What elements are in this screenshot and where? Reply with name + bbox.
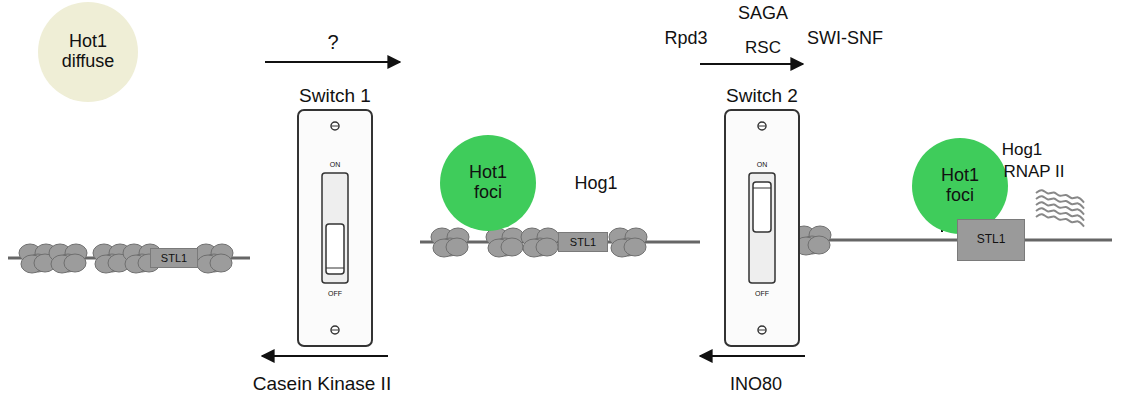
nucleosomes xyxy=(19,226,831,273)
gene-box: STL1 xyxy=(558,232,608,252)
annotation-label: RNAP II xyxy=(1003,162,1064,182)
switch-marking: ON xyxy=(757,161,768,168)
nucleosome xyxy=(536,238,558,256)
circle-fill xyxy=(38,2,138,102)
transcripts xyxy=(1036,190,1084,226)
light-switch xyxy=(725,110,799,346)
switch-marking: OFF xyxy=(755,290,769,297)
transition-arrow xyxy=(262,62,805,356)
annotation-label: Casein Kinase II xyxy=(253,373,391,395)
switch-marking: ON xyxy=(330,161,341,168)
nucleosome xyxy=(64,254,86,272)
node-text: Hot1 foci xyxy=(453,163,522,203)
annotation-label: SWI-SNF xyxy=(807,28,883,49)
annotation-label: Switch 1 xyxy=(299,85,371,107)
annotation-label: RSC xyxy=(745,38,781,58)
node-text: Hot1 diffuse xyxy=(52,32,124,72)
annotation-label: ? xyxy=(327,31,338,54)
annotation-label: Switch 2 xyxy=(726,85,798,107)
protein-circle: Hot1 diffuse xyxy=(38,2,138,102)
gene-box: STL1 xyxy=(150,248,198,268)
node-text: STL1 xyxy=(977,233,1006,246)
node-text: STL1 xyxy=(161,252,187,264)
annotation-label: SAGA xyxy=(738,3,788,24)
annotation-label: Hog1 xyxy=(1002,140,1043,160)
nucleosome xyxy=(624,238,646,256)
nucleosome xyxy=(446,238,468,256)
node-text: STL1 xyxy=(570,236,596,248)
light-switch xyxy=(298,110,372,346)
protein-circle: Hot1 foci xyxy=(440,135,536,231)
node-text: Hot1 foci xyxy=(925,166,994,206)
nucleosome xyxy=(808,236,830,254)
gene-box: STL1 xyxy=(957,219,1025,261)
switch-marking: OFF xyxy=(328,290,342,297)
annotation-label: Hog1 xyxy=(574,173,617,194)
circle-fill xyxy=(440,135,536,231)
mrna-transcript xyxy=(1036,214,1084,226)
nucleosome xyxy=(210,254,232,272)
annotation-label: INO80 xyxy=(730,374,782,395)
annotation-label: Rpd3 xyxy=(664,28,707,49)
nucleosome xyxy=(501,238,523,256)
